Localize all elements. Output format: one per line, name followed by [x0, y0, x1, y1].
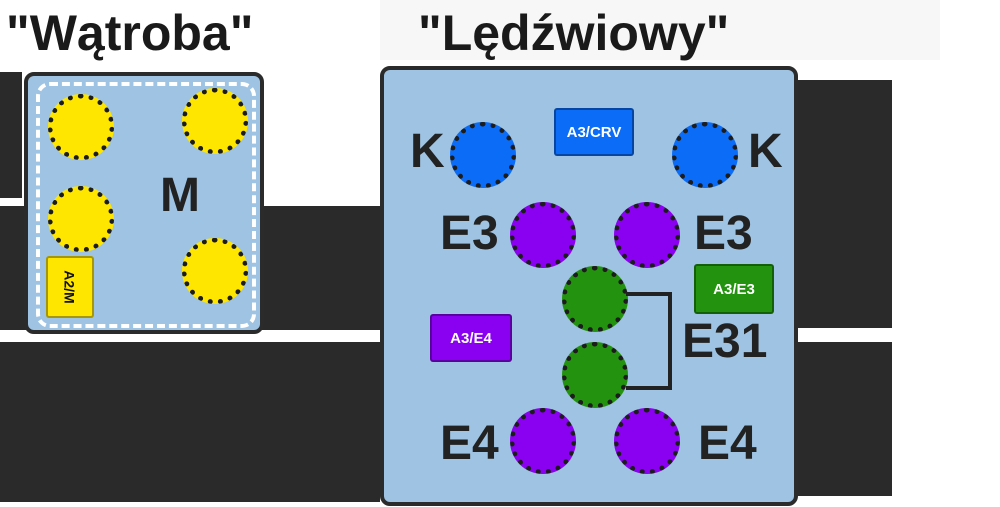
- title-ledzwiowy: "Lędźwiowy": [418, 5, 730, 61]
- spot-e4-left[interactable]: [510, 408, 576, 474]
- spot-e31-top[interactable]: [562, 266, 628, 332]
- spot-m-3[interactable]: [48, 186, 114, 252]
- title-watroba: "Wątroba": [6, 5, 254, 61]
- tag-a3-e3[interactable]: A3/E3: [694, 264, 774, 314]
- tag-a3-e4[interactable]: A3/E4: [430, 314, 512, 362]
- label-e4-right: E4: [698, 417, 757, 470]
- spot-k-left[interactable]: [450, 122, 516, 188]
- tag-a2-m[interactable]: A2/M: [46, 256, 94, 318]
- spot-m-4[interactable]: [182, 238, 248, 304]
- label-e3-right: E3: [694, 207, 753, 260]
- road-left-bottom: [0, 342, 380, 502]
- road-left-top: [0, 72, 22, 198]
- spot-e4-right[interactable]: [614, 408, 680, 474]
- spot-m-1[interactable]: [48, 94, 114, 160]
- label-e3-left: E3: [440, 207, 499, 260]
- bracket-e31: [626, 292, 672, 390]
- spot-e3-right[interactable]: [614, 202, 680, 268]
- spot-e3-left[interactable]: [510, 202, 576, 268]
- label-e4-left: E4: [440, 417, 499, 470]
- spot-m-2[interactable]: [182, 88, 248, 154]
- label-e31: E31: [682, 315, 768, 368]
- spot-k-right[interactable]: [672, 122, 738, 188]
- spot-e31-bottom[interactable]: [562, 342, 628, 408]
- title-backdrop: [380, 0, 940, 60]
- zone-m-boundary: [36, 82, 256, 328]
- tag-a3-crv[interactable]: A3/CRV: [554, 108, 634, 156]
- label-m: M: [160, 169, 200, 222]
- road-right-top: [790, 80, 892, 328]
- label-k-right: K: [748, 125, 783, 178]
- tag-a2-m-text: A2/M: [61, 270, 78, 304]
- road-right-bottom: [790, 342, 892, 496]
- label-k-left: K: [410, 125, 445, 178]
